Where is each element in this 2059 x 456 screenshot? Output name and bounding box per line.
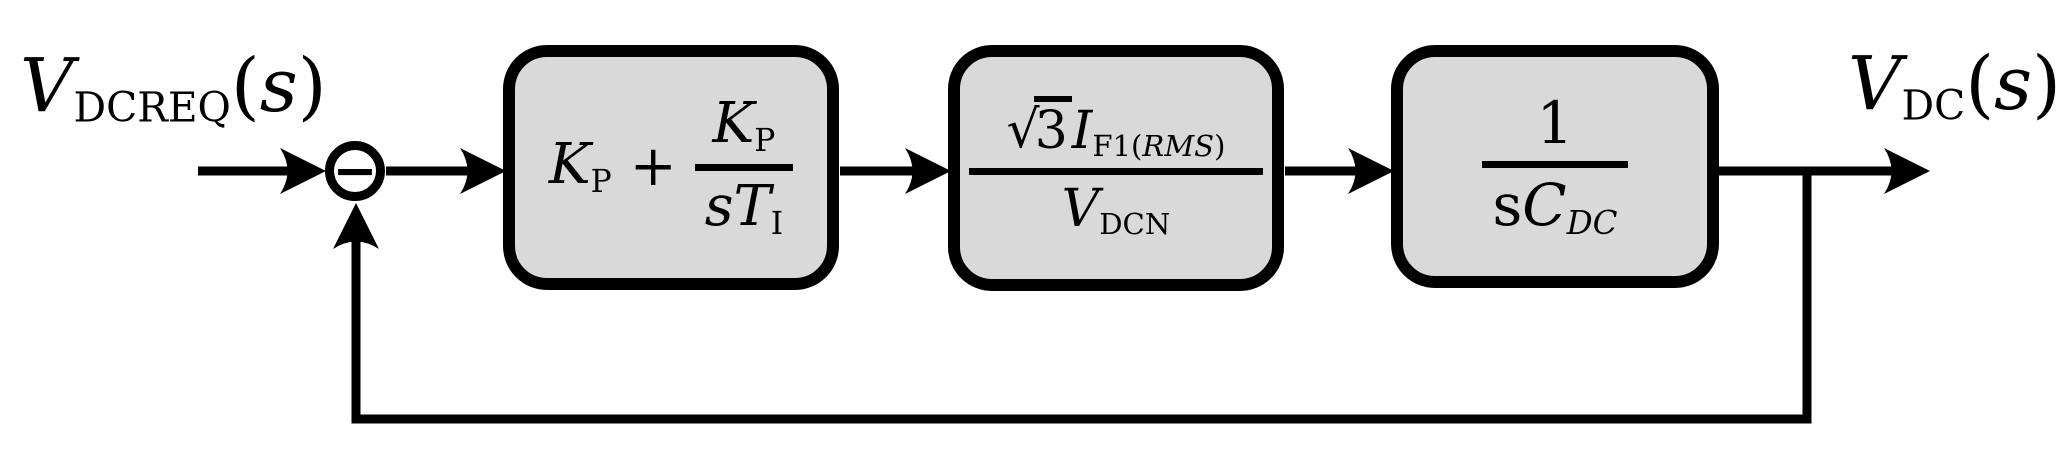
pi-proportional-term: KP	[549, 135, 612, 200]
cap-den-s: s	[1492, 171, 1523, 240]
gain-num-subscript-pre: F1(	[1092, 128, 1143, 163]
pi-plus-operator: +	[629, 134, 677, 200]
gain-fraction: √3IF1(RMS) VDCN	[969, 94, 1263, 243]
pi-den-subscript: I	[770, 205, 784, 242]
gain-fraction-numerator: √3IF1(RMS)	[997, 94, 1236, 165]
cap-fraction-numerator: 1	[1527, 89, 1584, 158]
pi-num-subscript: P	[754, 122, 776, 159]
cap-num: 1	[1536, 89, 1574, 158]
pi-controller-formula: KP + KP sTI	[549, 91, 794, 244]
pi-den-base: T	[733, 174, 771, 239]
output-label-argument: s	[1994, 41, 2033, 127]
gain-to-cap-arrowhead-icon	[1348, 148, 1394, 194]
dc-capacitor-formula: 1 sCDC	[1482, 89, 1628, 243]
pi-fraction-bar	[694, 164, 794, 171]
pi-term-base: K	[548, 132, 591, 198]
output-arrowhead-icon	[1884, 148, 1930, 194]
block-converter-gain: √3IF1(RMS) VDCN	[948, 45, 1284, 291]
sqrt-radicand: 3	[1033, 95, 1072, 157]
feedback-line	[351, 171, 1812, 424]
input-label-subscript: DCREQ	[73, 83, 231, 132]
pi-fraction-numerator: KP	[702, 91, 785, 161]
gain-den-base: V	[1061, 178, 1100, 239]
output-signal-label: VDC(s)	[1848, 41, 2059, 130]
gain-fraction-bar	[969, 167, 1263, 175]
feedback-arrowhead-icon	[333, 203, 379, 249]
gain-num-subscript-post: )	[1214, 128, 1226, 163]
cap-fraction-denominator: sCDC	[1482, 171, 1627, 243]
output-label-open-paren: (	[1965, 41, 1995, 127]
sqrt-radical-icon: √	[1006, 99, 1040, 160]
gain-den-subscript: DCN	[1099, 206, 1171, 241]
summing-junction-circle	[325, 141, 385, 201]
gain-num-subscript-italic: RMS	[1142, 128, 1215, 163]
summing-junction-sign: −	[332, 138, 378, 202]
input-label-open-paren: (	[230, 43, 260, 129]
pi-to-gain-arrowhead-icon	[905, 148, 951, 194]
input-signal-label: VDCREQ(s)	[20, 43, 327, 132]
gain-num-base: I	[1071, 100, 1093, 161]
output-label-variable: V	[1848, 41, 1902, 127]
pi-term-subscript: P	[590, 163, 612, 200]
output-label-subscript: DC	[1901, 81, 1966, 130]
gain-fraction-denominator: VDCN	[1052, 178, 1181, 243]
pi-den-s: s	[704, 174, 734, 239]
block-dc-capacitor: 1 sCDC	[1391, 45, 1719, 288]
input-label-variable: V	[20, 43, 74, 129]
converter-gain-formula: √3IF1(RMS) VDCN	[960, 94, 1272, 243]
cap-den-base: C	[1522, 171, 1567, 240]
cap-fraction: 1 sCDC	[1482, 89, 1628, 243]
input-arrowhead-icon	[280, 148, 326, 194]
cap-fraction-bar	[1482, 161, 1628, 169]
output-label-close-paren: )	[2032, 41, 2059, 127]
pi-num-base: K	[712, 91, 755, 157]
input-label-argument: s	[259, 43, 298, 129]
sqrt-expression: √3	[1006, 95, 1072, 161]
pi-integral-fraction: KP sTI	[694, 91, 794, 244]
input-label-close-paren: )	[297, 43, 327, 129]
cap-den-subscript: DC	[1566, 204, 1618, 243]
error-arrowhead-icon	[460, 148, 506, 194]
block-pi-controller: KP + KP sTI	[503, 45, 839, 290]
pi-fraction-denominator: sTI	[695, 174, 794, 244]
